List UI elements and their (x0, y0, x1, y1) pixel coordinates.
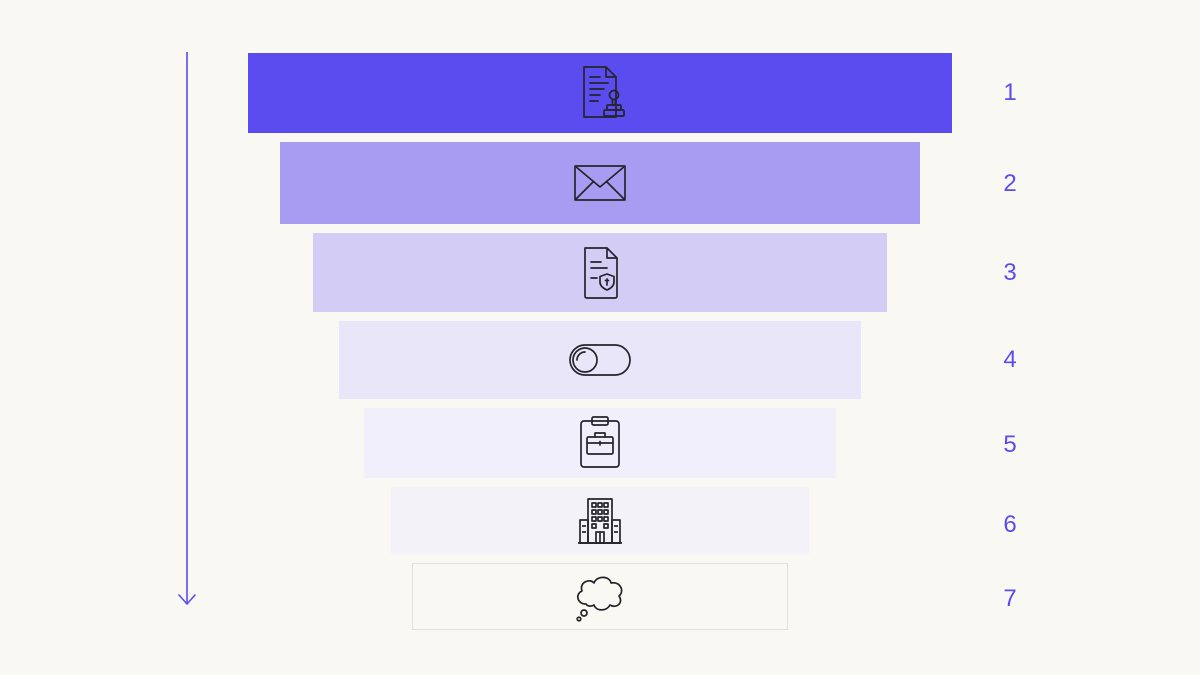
funnel-tier-1 (248, 53, 952, 133)
clipboard-briefcase-icon (580, 416, 620, 468)
office-building-icon (578, 497, 622, 544)
funnel-tier-2-number: 2 (1003, 170, 1017, 197)
funnel-tier-3 (313, 233, 887, 312)
funnel-tier-7-number: 7 (1003, 585, 1017, 612)
document-shield-icon (584, 246, 618, 299)
down-arrow-icon (178, 52, 196, 605)
funnel-tier-7 (412, 563, 788, 630)
funnel-tier-1-number: 1 (1003, 79, 1017, 106)
envelope-icon (574, 165, 626, 201)
funnel-tier-3-number: 3 (1003, 259, 1017, 286)
document-stamp-icon (583, 66, 625, 118)
funnel-tier-6 (391, 487, 809, 554)
funnel-tier-4-number: 4 (1003, 346, 1017, 373)
toggle-switch-icon (569, 344, 631, 376)
thought-bubble-icon (576, 576, 623, 622)
funnel-tier-5 (364, 408, 836, 478)
funnel-tier-5-number: 5 (1003, 431, 1017, 458)
funnel-tier-2 (280, 142, 920, 224)
funnel-tier-4 (339, 321, 861, 399)
funnel-tier-6-number: 6 (1003, 511, 1017, 538)
